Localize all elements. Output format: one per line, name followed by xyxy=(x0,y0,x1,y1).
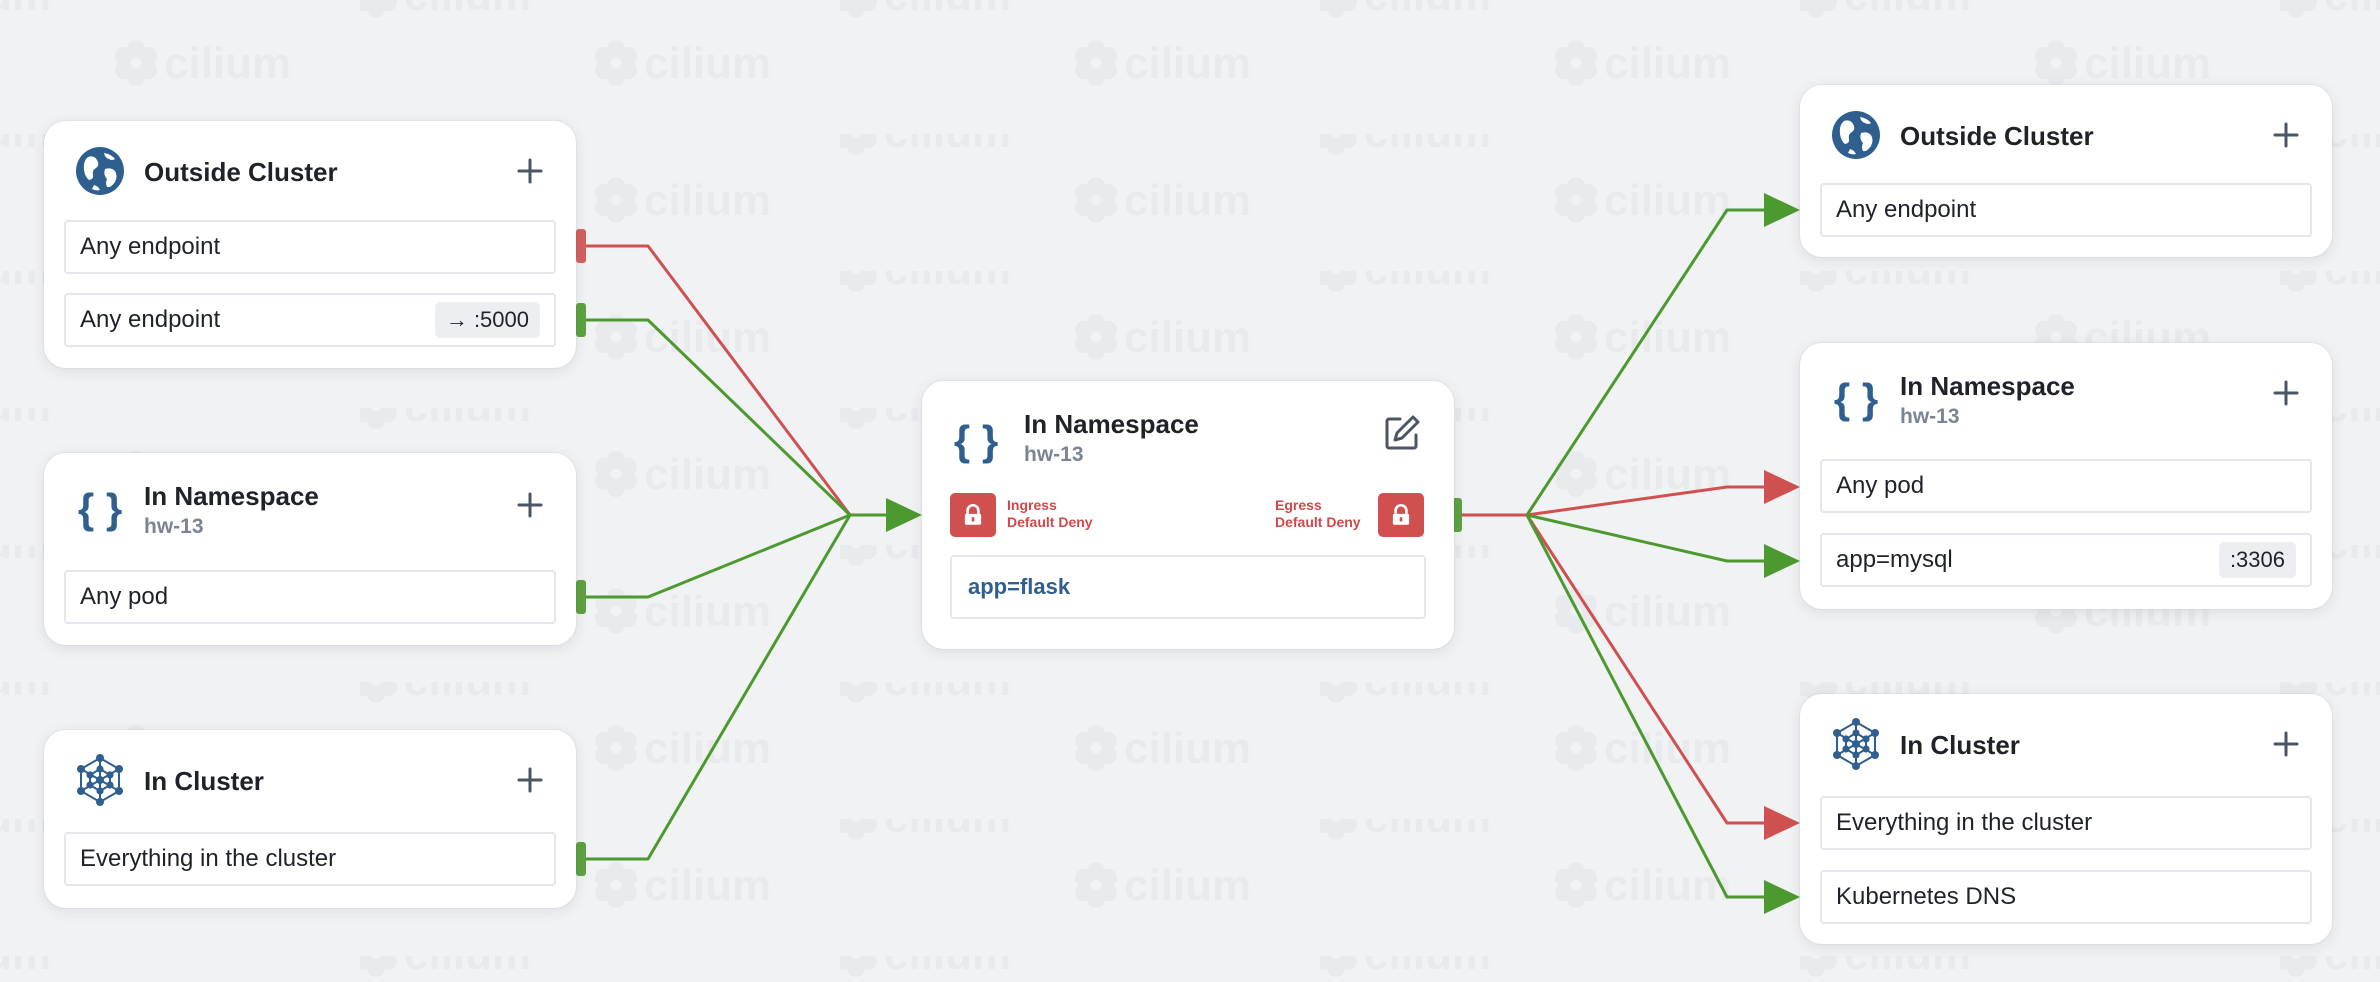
egress-arrow-allow xyxy=(1764,193,1800,227)
plus-icon xyxy=(508,758,552,802)
rule-label: Any endpoint xyxy=(1836,196,1977,223)
add-rule-button[interactable] xyxy=(508,483,552,527)
ingress-row-handle xyxy=(576,842,586,876)
egress-edge-deny xyxy=(1526,485,1768,517)
namespace-name: hw-13 xyxy=(144,515,204,538)
ingress-edge-allow xyxy=(586,318,852,517)
ingress-default-deny-label: Ingress Default Deny xyxy=(1007,497,1093,531)
rule-row[interactable]: Any pod xyxy=(64,570,556,624)
ingress-edge-allow xyxy=(586,514,852,861)
port-badge: → :5000 xyxy=(434,302,540,338)
ingress-sub: Default Deny xyxy=(1007,514,1093,530)
add-rule-button[interactable] xyxy=(2264,113,2308,157)
center-endpoint-card: In Namespace hw-13 Ingress Default Deny … xyxy=(922,381,1454,649)
cluster-network-icon xyxy=(1830,718,1882,770)
rule-row[interactable]: Everything in the cluster xyxy=(1820,796,2312,850)
plus-icon xyxy=(2264,113,2308,157)
egress-edge-allow xyxy=(1526,513,1768,563)
edit-icon[interactable] xyxy=(1380,411,1424,455)
rule-label: Kubernetes DNS xyxy=(1836,883,2017,910)
card-title: In Namespace xyxy=(1900,371,2075,401)
egress-edge-deny xyxy=(1525,514,1768,825)
plus-icon xyxy=(2264,371,2308,415)
endpoint-selector[interactable]: app=flask xyxy=(950,555,1426,619)
egress-label: Egress xyxy=(1275,497,1322,513)
rule-label: app=mysql xyxy=(1836,546,1953,573)
egress-arrow-allow xyxy=(1764,544,1800,578)
egress-default-deny-label: Egress Default Deny xyxy=(1275,497,1361,531)
card-title: In Cluster xyxy=(144,766,264,796)
rule-label: Any endpoint xyxy=(80,306,221,333)
lock-icon xyxy=(960,502,986,528)
globe-icon xyxy=(1830,109,1882,161)
ingress-in-cluster-card: In Cluster Everything in the cluster xyxy=(44,730,576,908)
port-badge: :3306 xyxy=(2218,542,2296,578)
plus-icon xyxy=(508,149,552,193)
card-title: In Namespace xyxy=(1024,409,1199,439)
curly-braces-icon xyxy=(950,415,1002,467)
egress-in-cluster-card: In Cluster Everything in the cluster Kub… xyxy=(1800,694,2332,944)
ingress-deny-toggle[interactable] xyxy=(950,493,996,537)
add-rule-button[interactable] xyxy=(508,758,552,802)
ingress-row-handle xyxy=(576,580,586,614)
rule-row[interactable]: Any endpoint xyxy=(1820,183,2312,237)
add-rule-button[interactable] xyxy=(508,149,552,193)
globe-icon xyxy=(74,145,126,197)
ingress-row-handle xyxy=(576,303,586,337)
ingress-arrow xyxy=(886,498,922,532)
ingress-row-handle xyxy=(576,229,586,263)
plus-icon xyxy=(508,483,552,527)
egress-arrow-deny xyxy=(1764,806,1800,840)
egress-outside-cluster-card: Outside Cluster Any endpoint xyxy=(1800,85,2332,257)
rule-label: Everything in the cluster xyxy=(80,845,337,872)
rule-row[interactable]: Kubernetes DNS xyxy=(1820,870,2312,924)
ingress-label: Ingress xyxy=(1007,497,1057,513)
curly-braces-icon xyxy=(1830,373,1882,425)
rule-row[interactable]: Any endpoint → :5000 xyxy=(64,293,556,347)
ingress-outside-cluster-card: Outside Cluster Any endpoint Any endpoin… xyxy=(44,121,576,368)
rule-row[interactable]: app=mysql :3306 xyxy=(1820,533,2312,587)
namespace-name: hw-13 xyxy=(1024,443,1084,466)
ingress-in-namespace-card: In Namespace hw-13 Any pod xyxy=(44,453,576,645)
rule-label: Everything in the cluster xyxy=(1836,809,2093,836)
card-title: Outside Cluster xyxy=(144,157,338,187)
rule-row[interactable]: Any pod xyxy=(1820,459,2312,513)
add-rule-button[interactable] xyxy=(2264,722,2308,766)
namespace-name: hw-13 xyxy=(1900,405,1960,428)
egress-edge-allow xyxy=(1525,514,1768,899)
card-title: In Namespace xyxy=(144,481,319,511)
card-title: Outside Cluster xyxy=(1900,121,2094,151)
egress-in-namespace-card: In Namespace hw-13 Any pod app=mysql :33… xyxy=(1800,343,2332,609)
egress-arrow-allow xyxy=(1764,880,1800,914)
egress-edge-allow xyxy=(1525,208,1768,516)
curly-braces-icon xyxy=(74,483,126,535)
plus-icon xyxy=(2264,722,2308,766)
ingress-edge-allow xyxy=(586,513,851,599)
egress-arrow-deny xyxy=(1764,470,1800,504)
lock-icon xyxy=(1388,502,1414,528)
card-title: In Cluster xyxy=(1900,730,2020,760)
egress-sub: Default Deny xyxy=(1275,514,1361,530)
rule-row[interactable]: Any endpoint xyxy=(64,220,556,274)
rule-label: Any pod xyxy=(80,583,169,610)
cluster-network-icon xyxy=(74,754,126,806)
rule-row[interactable]: Everything in the cluster xyxy=(64,832,556,886)
egress-row-handle xyxy=(1452,498,1462,532)
add-rule-button[interactable] xyxy=(2264,371,2308,415)
rule-label: Any endpoint xyxy=(80,233,221,260)
rule-label: Any pod xyxy=(1836,472,1925,499)
ingress-edge-deny xyxy=(586,244,852,516)
egress-deny-toggle[interactable] xyxy=(1378,493,1424,537)
